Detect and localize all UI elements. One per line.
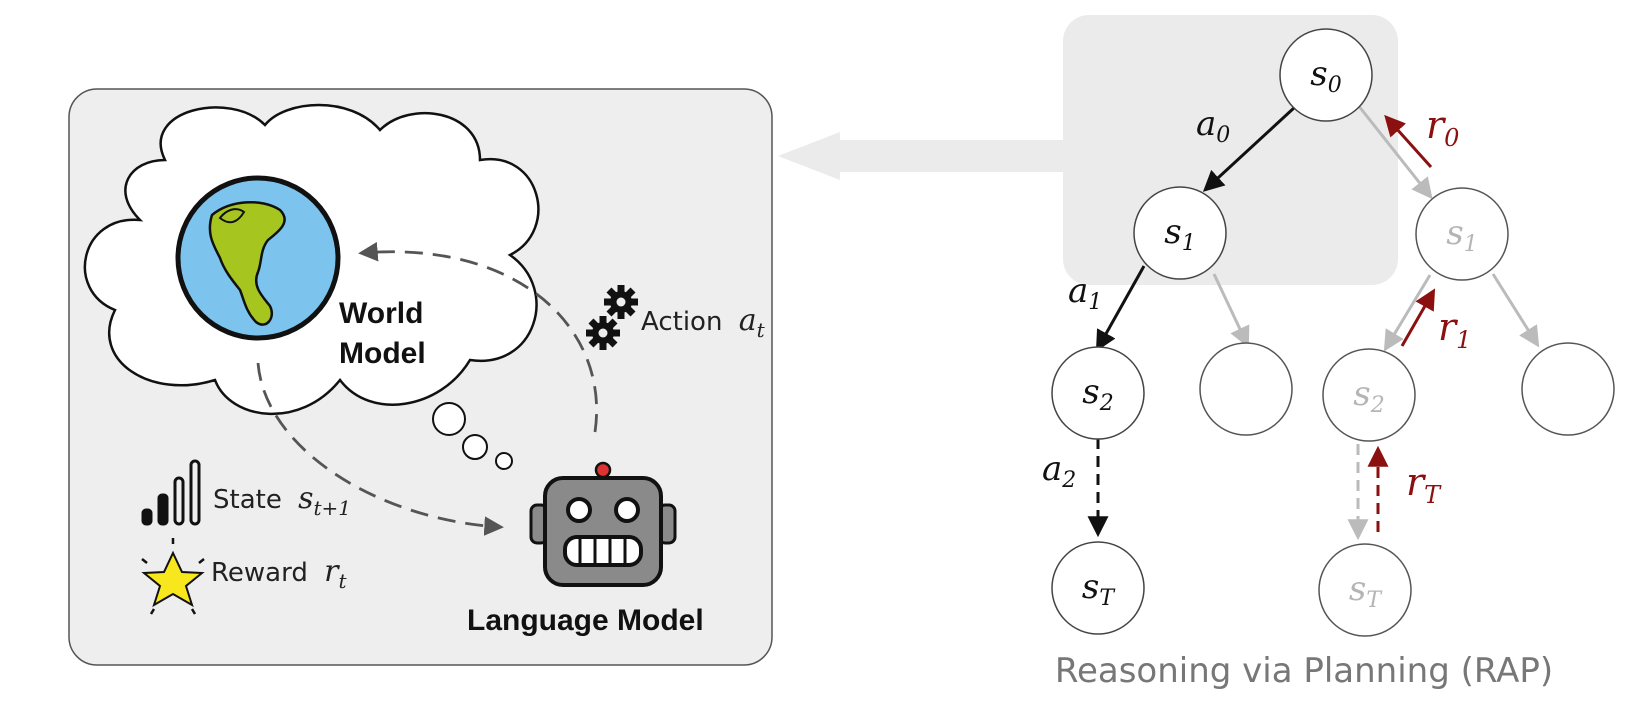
edge-s1-s2 [1095, 265, 1146, 352]
thought-bubble-medium [462, 434, 488, 460]
globe-icon [175, 175, 341, 341]
node-s1-right: s1 [1415, 187, 1509, 281]
node-sT-right: sT [1318, 543, 1412, 637]
diagram-caption: Reasoning via Planning (RAP) [1055, 651, 1553, 691]
svg-text:sT: sT [1349, 569, 1383, 613]
edge-s1r-child-right [1491, 273, 1540, 348]
world-model-label-line2: Model [339, 337, 426, 370]
svg-text:s0: s0 [1310, 54, 1341, 98]
svg-text:s2: s2 [1353, 374, 1384, 418]
reward-label-rT: rT [1406, 460, 1442, 509]
expand-arrow [778, 132, 1065, 180]
svg-text:sT: sT [1082, 567, 1116, 611]
robot-icon [529, 461, 677, 587]
svg-text:s2: s2 [1082, 372, 1113, 416]
svg-text:s1: s1 [1446, 213, 1477, 257]
world-model-label-line1: World [339, 297, 423, 330]
svg-text:s1: s1 [1164, 212, 1195, 256]
action-label: Action at [641, 303, 766, 342]
state-flow-arrow [256, 362, 504, 536]
node-s1-left: s1 [1133, 186, 1227, 280]
edge-s0-s1-right [1356, 104, 1433, 200]
state-label: State st+1 [213, 481, 351, 520]
action-label-a1: a1 [1068, 271, 1102, 315]
reward-label-r0: r0 [1426, 103, 1459, 152]
action-label-a2: a2 [1042, 449, 1076, 493]
action-label-a0: a0 [1196, 104, 1230, 148]
edge-s1-child-right [1212, 273, 1250, 348]
edge-s0-s1 [1202, 105, 1297, 192]
reward-label-r1: r1 [1438, 305, 1471, 354]
signal-bars-icon [141, 459, 201, 526]
reward-arrow-r1 [1400, 288, 1436, 347]
thought-bubble-small [495, 452, 513, 470]
action-flow-arrow [358, 241, 598, 433]
thought-bubble-large [432, 402, 466, 436]
edge-s1r-s2r [1383, 274, 1432, 352]
node-empty-right [1521, 342, 1615, 436]
node-sT-left: sT [1051, 541, 1145, 635]
node-s2-left: s2 [1051, 346, 1145, 440]
node-empty-middle [1199, 342, 1293, 436]
reward-arrow-r0 [1384, 114, 1433, 169]
node-s2-right: s2 [1322, 348, 1416, 442]
gear-icon [586, 285, 638, 350]
reward-label: Reward rt [211, 554, 347, 593]
language-model-label: Language Model [467, 604, 704, 637]
star-icon [141, 538, 205, 615]
node-s0: s0 [1279, 28, 1373, 122]
